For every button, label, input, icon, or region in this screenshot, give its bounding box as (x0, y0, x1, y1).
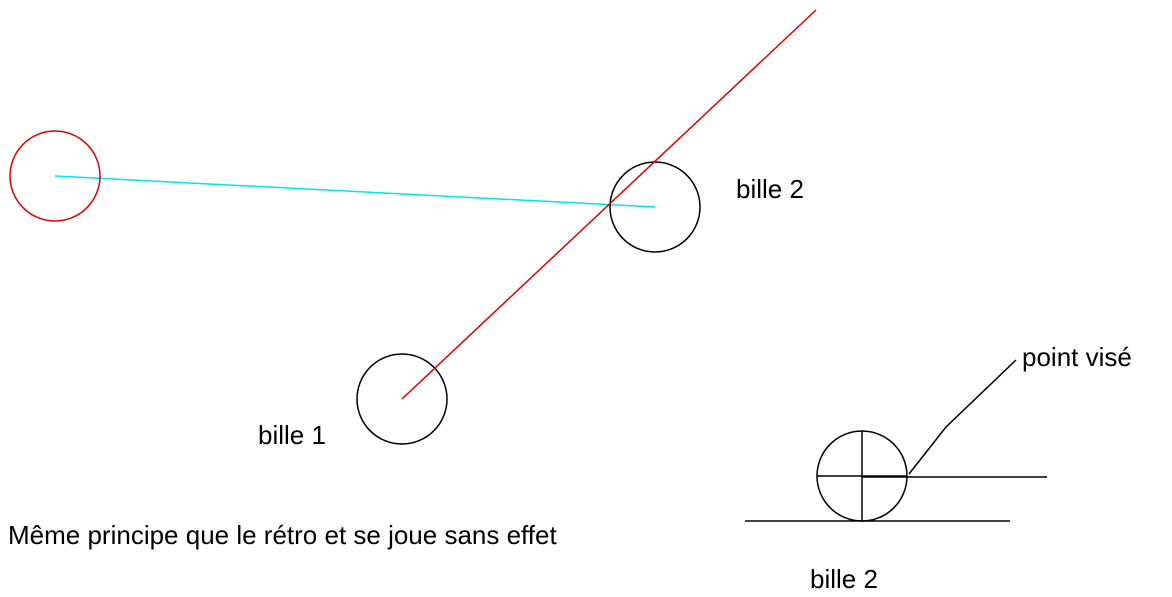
cue-ball-path-line (54, 175, 656, 208)
bille-1-label: bille 1 (258, 420, 326, 450)
bille-2-detail-label: bille 2 (810, 564, 878, 594)
point-vise-leader-line (908, 359, 1017, 475)
bille-1-ball (356, 353, 448, 445)
caption-text: Même principe que le rétro et se joue sa… (8, 520, 557, 550)
point-vise-label: point visé (1022, 342, 1132, 372)
bille-2-label: bille 2 (736, 174, 804, 204)
aim-line (401, 9, 817, 400)
cue-ball (9, 130, 101, 222)
